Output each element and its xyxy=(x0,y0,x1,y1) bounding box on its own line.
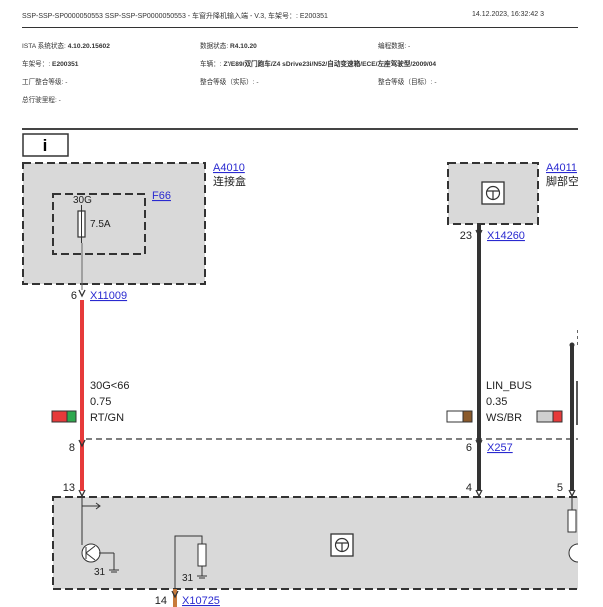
a4011-link[interactable]: A4011 xyxy=(546,162,577,174)
ground-31-b: 31 xyxy=(182,573,194,584)
f66-terminal: 30G xyxy=(73,195,92,206)
ground-31-a: 31 xyxy=(94,567,106,578)
pin-4: 4 xyxy=(466,482,472,494)
integration-level-actual: 整合等级（实际）: - xyxy=(200,79,259,86)
a4010-link[interactable]: A4010 xyxy=(213,162,245,174)
f66-rating: 7.5A xyxy=(90,219,111,230)
wire-node xyxy=(569,342,575,348)
programming-data: 编程数据: - xyxy=(378,43,411,50)
x257-link[interactable]: X257 xyxy=(487,442,513,454)
svg-text:i: i xyxy=(43,136,48,155)
x10725-pin: 14 xyxy=(155,595,167,607)
x11009-pin: 6 xyxy=(71,290,77,302)
wire-color-swatch-ws-br xyxy=(446,410,473,423)
wire-color-swatch-rt-gn xyxy=(51,410,77,423)
wire-right-signal: LIN_BUS xyxy=(486,380,532,392)
x14260-link[interactable]: X14260 xyxy=(487,230,525,242)
factory-integration-level: 工厂整合等级: - xyxy=(22,79,68,86)
x14260-pin: 23 xyxy=(460,230,472,242)
a4010-desc: 连接盒 xyxy=(213,174,246,188)
connector-symbol xyxy=(78,439,86,448)
data-status: 数据状态: R4.10.20 xyxy=(200,43,257,50)
diagram-top-rule xyxy=(22,128,578,130)
f66-box xyxy=(52,193,146,255)
connector-symbol xyxy=(78,289,86,298)
x257-pin-left: 8 xyxy=(69,442,75,454)
a4011-desc: 脚部空 xyxy=(546,174,579,188)
ista-status: ISTA 系统状态: 4.10.20.15602 xyxy=(22,43,110,50)
x257-pin-right: 6 xyxy=(466,442,472,454)
window-lifter-module-box xyxy=(52,496,594,590)
wire-color-swatch-third xyxy=(536,410,563,423)
total-mileage: 总行驶里程: - xyxy=(22,97,61,104)
wire-left-signal: 30G<66 xyxy=(90,380,129,392)
pin-5: 5 xyxy=(557,482,563,494)
f66-link[interactable]: F66 xyxy=(152,190,171,202)
page-right-margin xyxy=(578,130,603,607)
wire-left-gauge: 0.75 xyxy=(90,396,111,408)
x10725-link[interactable]: X10725 xyxy=(182,595,220,607)
vin: 车架号：: E200351 xyxy=(22,61,79,68)
connector-symbol xyxy=(475,439,483,448)
pin-13: 13 xyxy=(63,482,75,494)
header-rule xyxy=(22,27,578,28)
wire-left-color: RT/GN xyxy=(90,412,124,424)
integration-level-target: 整合等级（目标）: - xyxy=(378,79,437,86)
x11009-link[interactable]: X11009 xyxy=(90,290,127,302)
info-icon[interactable]: i xyxy=(22,133,69,157)
document-header-datetime: 14.12.2023, 16:32:42 3 xyxy=(472,11,545,18)
control-unit-icon xyxy=(330,533,354,557)
wire-right-gauge: 0.35 xyxy=(486,396,507,408)
wire-right-color: WS/BR xyxy=(486,412,522,424)
connector-symbol xyxy=(171,590,179,599)
control-unit-icon xyxy=(481,181,505,205)
document-header-title: SSP-SSP-SP0000050553 SSP-SSP-SP000005055… xyxy=(22,13,328,20)
vehicle: 车辆：: Z'/E89/双门跑车/Z4 sDrive23i/N52/自动变速箱/… xyxy=(200,61,437,68)
